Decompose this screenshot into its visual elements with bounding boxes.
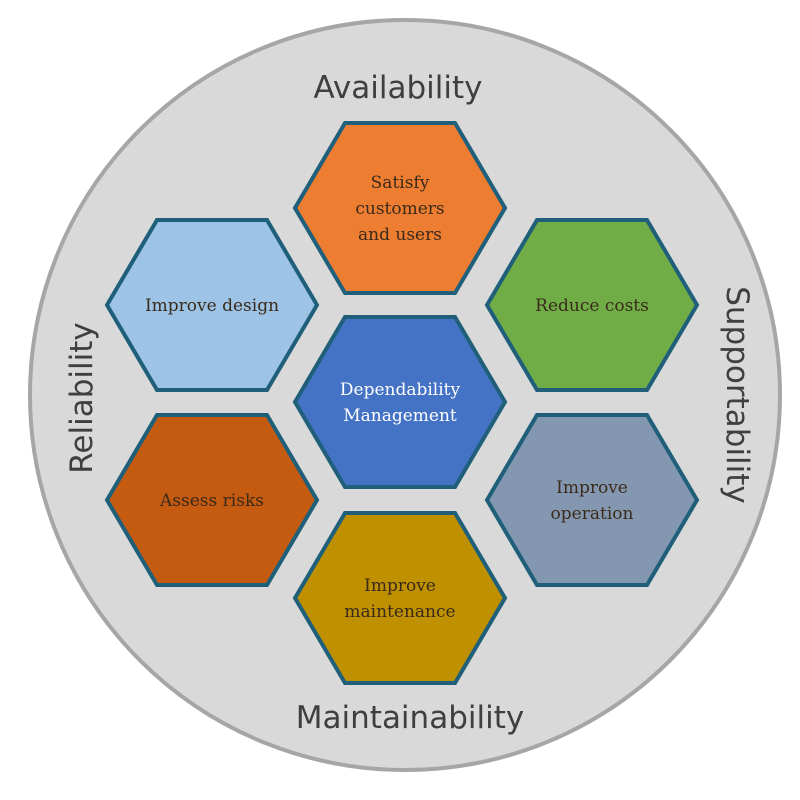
hex-satisfy-customers-label-line: Satisfy [371,173,430,193]
hex-dependability-management [292,315,508,489]
hex-reduce-costs-label: Reduce costs [535,296,649,316]
hex-improve-design [104,218,320,392]
hex-improve-design-label: Improve design [145,296,279,316]
hex-dependability-management-label-line: Management [343,406,457,426]
hex-assess-risks [104,413,320,587]
hex-reduce-costs [484,218,700,392]
hex-satisfy-customers [292,121,508,295]
hex-satisfy-customers-label-line: customers [355,199,444,219]
hex-improve-maintenance-label-line: maintenance [344,602,455,622]
hex-satisfy-customers-label: Satisfy customers and users [355,173,444,245]
maintainability-label: Maintainability [296,700,524,736]
hex-improve-operation-label-line: Improve [556,478,628,498]
reliability-label: Reliability [64,322,100,473]
hex-improve-maintenance-label: Improve maintenance [344,576,455,622]
hex-improve-maintenance-label-line: Improve [364,576,436,596]
hex-improve-design-label-line: Improve design [145,296,279,316]
hex-satisfy-customers-label-line: and users [358,225,442,245]
hex-improve-operation-label-line: operation [551,504,634,524]
hex-dependability-management-label-line: Dependability [340,380,461,400]
supportability-label: Supportability [719,286,755,504]
hex-improve-operation-label: Improve operation [551,478,634,524]
availability-label: Availability [314,70,483,106]
hex-assess-risks-label: Assess risks [159,491,264,511]
hex-improve-operation [484,413,700,587]
hex-reduce-costs-label-line: Reduce costs [535,296,649,316]
hex-assess-risks-label-line: Assess risks [159,491,264,511]
hex-improve-maintenance [292,511,508,685]
